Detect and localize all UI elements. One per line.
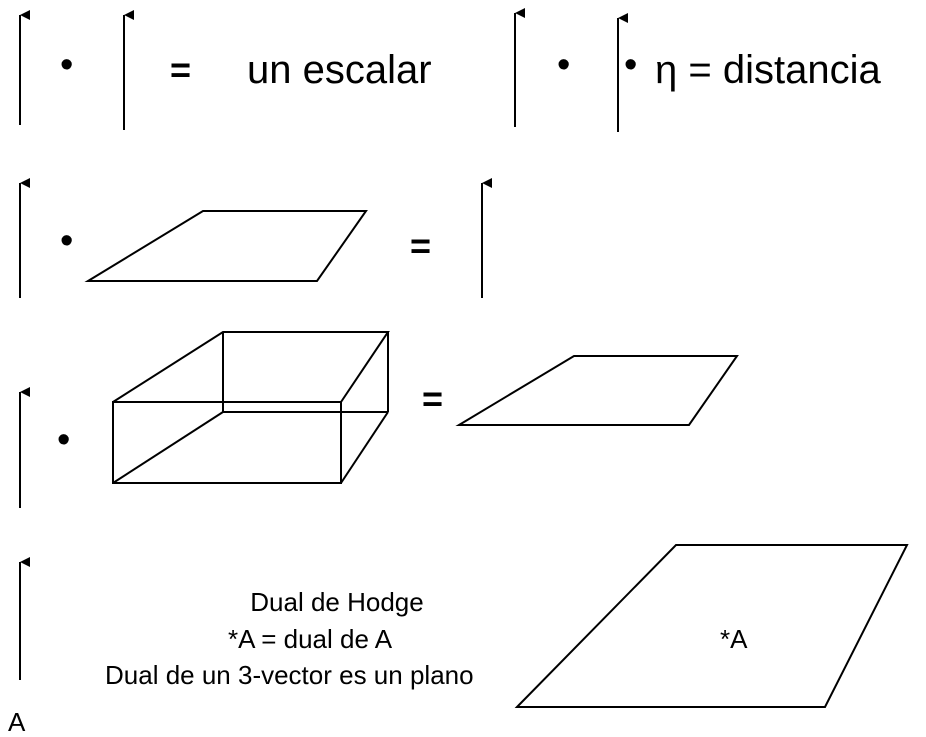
row1-equals: =: [170, 49, 192, 90]
row3-equals: =: [422, 378, 444, 419]
plane-label-dual-a: *A: [720, 624, 748, 654]
row3-box: [112, 331, 390, 484]
row3-result-plane: [455, 355, 739, 426]
caption-line-2: *A = dual de A: [227, 624, 393, 654]
row1-result-distance: η = distancia: [655, 48, 881, 92]
row2-plane: [84, 210, 368, 282]
row1-dot-3: •: [624, 44, 638, 86]
row4-dual-plane: [514, 544, 909, 708]
vector-label-a: A: [8, 707, 26, 737]
row1-dot-1: •: [60, 44, 74, 86]
row2-dot: •: [60, 220, 74, 262]
row1-result-scalar: un escalar: [247, 48, 432, 92]
row3-dot: •: [57, 419, 71, 461]
row2-equals: =: [410, 225, 432, 266]
row1-dot-2: •: [557, 44, 571, 86]
caption-line-3: Dual de un 3-vector es un plano: [105, 660, 474, 690]
caption-line-1: Dual de Hodge: [250, 587, 424, 617]
